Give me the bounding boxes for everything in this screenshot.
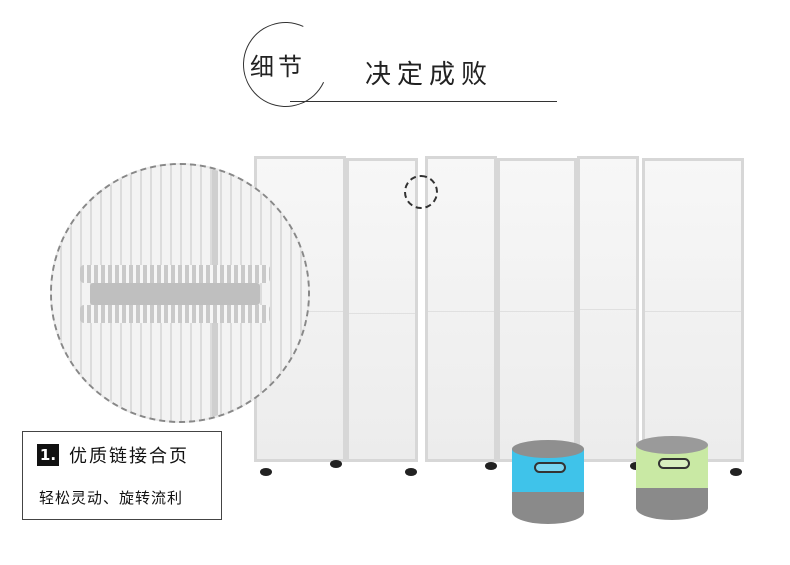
stool-left (512, 440, 584, 524)
feature-heading: 优质链接合页 (69, 446, 189, 467)
header-underline (290, 101, 557, 102)
caster-wheel (260, 468, 272, 476)
page-title: 决定成败 (365, 60, 494, 90)
caster-wheel (330, 460, 342, 468)
caster-wheel (405, 468, 417, 476)
partition-panel (346, 158, 418, 462)
hinge-marker-circle (404, 175, 438, 209)
feature-subheading: 轻松灵动、旋转流利 (39, 489, 184, 507)
partition-panel (497, 158, 577, 462)
stool-handle-icon (534, 462, 566, 473)
caster-wheel (730, 468, 742, 476)
header-circle-label: 细节 (250, 53, 306, 81)
feature-box: 1. 优质链接合页 轻松灵动、旋转流利 (22, 431, 222, 520)
hinge-zoom-circle (50, 163, 310, 423)
partition-panel (642, 158, 744, 462)
partition-panel (425, 156, 497, 462)
folding-partition-product-image (240, 150, 790, 480)
feature-number: 1. (37, 444, 59, 466)
caster-wheel (485, 462, 497, 470)
stool-right (636, 436, 708, 520)
stool-handle-icon (658, 458, 690, 469)
partition-panel (577, 156, 639, 462)
